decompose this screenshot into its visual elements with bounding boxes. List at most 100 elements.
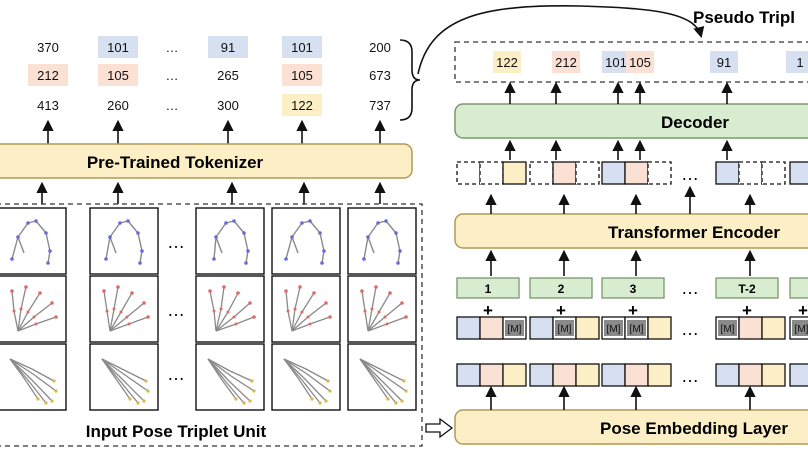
pose-joint [286,309,290,313]
pose-limb [109,222,121,238]
pose-limb [285,236,293,260]
token-value: 101 [291,40,313,55]
pose-limb [127,220,139,234]
embedding-input-cell [789,363,808,387]
pose-figure [102,285,150,332]
pose-joint [24,285,28,289]
pseudo-token-bg [710,51,738,73]
pose-finger [101,358,149,392]
position-rows: 1+2+3+…T-2++[M][M][M][M][M][M]…… [456,277,808,387]
token-value: 200 [369,40,391,55]
position-label: 1 [485,282,492,296]
pose-joint [394,401,398,405]
input-unit-label: Input Pose Triplet Unit [86,422,267,441]
pose-limb [321,250,325,264]
pseudo-title: Pseudo Tripl [693,8,795,27]
pose-cell [271,343,341,411]
pose-joint [128,397,132,401]
mask-token-label: [M] [630,324,644,335]
pose-joint [142,399,146,403]
position-embedding [789,277,808,299]
mask-token [604,320,623,336]
pose-joint [144,379,148,383]
pose-limb [35,220,47,234]
pose-figure [208,285,256,332]
position-embedding [529,277,593,299]
pose-finger [9,358,57,392]
pose-finger [207,358,255,392]
token-value: 265 [217,68,239,83]
pose-finger [9,358,55,382]
pose-cell [89,275,159,343]
pose-figure [359,358,408,405]
pose-joint [384,219,388,223]
position-embedding [456,277,520,299]
token-value: 101 [107,40,129,55]
pose-joint [26,221,30,225]
pose-joint [119,310,123,314]
pose-joint [136,231,140,235]
pose-joint [328,315,332,319]
pose-joint [234,322,238,326]
token-value: 673 [369,68,391,83]
pose-figure [284,285,332,332]
mask-token-label: [M] [795,324,808,335]
decoder-input-cell [715,161,740,185]
pose-joint [324,301,328,305]
pose-joint [374,285,378,289]
pose-finger [283,358,321,404]
decoder-input-cell [738,161,763,185]
pose-joint [284,257,288,261]
pose-joint [108,235,112,239]
position-embedding [601,277,665,299]
pose-joint [290,235,294,239]
pose-figure [9,358,58,405]
pose-joint [208,289,212,293]
pose-joint [54,389,58,393]
mask-token [792,320,808,336]
mask-token [555,320,574,336]
embedding-box [454,409,808,445]
pose-to-tokenizer-arrows [36,181,386,204]
mask-token [627,320,646,336]
token-value: 370 [37,40,59,55]
pseudo-token-bg [602,51,630,73]
position-label: 2 [558,282,565,296]
pose-figure [104,219,144,265]
pose-limb [395,232,401,252]
pose-joint [322,249,326,253]
pose-joint [400,301,404,305]
pose-joint [46,261,50,265]
pose-joint [318,231,322,235]
pose-joint [242,231,246,235]
pose-joint [298,285,302,289]
pose-joint [370,307,374,311]
pose-joint [105,309,109,313]
pose-finger [207,358,253,382]
position-label: T-2 [738,282,756,296]
token-value: 105 [291,68,313,83]
pose-limb [47,250,51,264]
token-value: … [166,68,179,83]
pose-finger [101,358,145,402]
mask-token [718,320,737,336]
pose-cell [0,275,67,343]
encoder-box [454,213,808,249]
pose-joint [293,307,297,311]
decoder-input-cell [502,161,527,185]
masked-row-cell [529,316,554,340]
pose-joint [386,397,390,401]
pose-finger [283,358,327,402]
pose-joint [127,322,131,326]
embedding-input-cell [502,363,527,387]
pose-joint [146,315,150,319]
plus-sign: + [483,301,493,320]
pose-finger [359,358,407,392]
pseudo-token-value: 91 [717,55,731,70]
pose-joint [242,401,246,405]
embedding-input-cell [552,363,577,387]
pose-joint [328,389,332,393]
pose-joint [126,219,130,223]
pose-joint [320,261,324,265]
